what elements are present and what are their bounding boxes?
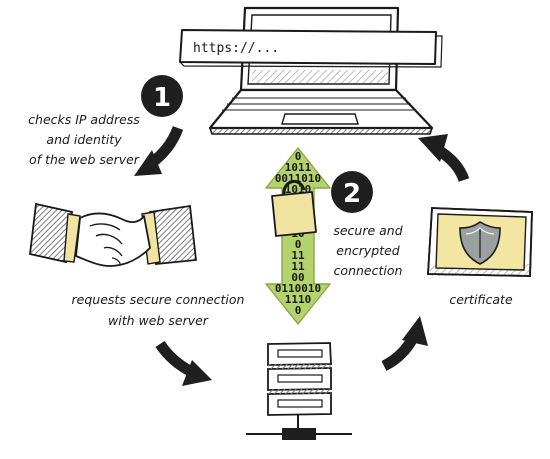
step-1-label-line-1: checks IP address	[28, 112, 140, 127]
handshake-label: requests secure connection with web serv…	[72, 292, 245, 328]
arrow-certificate-to-laptop	[418, 134, 470, 182]
padlock-icon	[271, 180, 317, 237]
laptop-icon	[208, 6, 434, 135]
binary-line: 0011010	[275, 172, 321, 185]
server-icon	[246, 342, 352, 440]
step-1-badge: 1	[141, 75, 183, 117]
step-2-label-line-2: encrypted	[336, 243, 400, 258]
step-2-label: secure and encrypted connection	[333, 223, 402, 278]
step-2-number: 2	[343, 179, 361, 209]
binary-line: 0110010	[275, 282, 321, 295]
step-1-label-line-3: of the web server	[29, 152, 140, 167]
binary-line: 1011	[285, 161, 312, 174]
binary-line: 11	[291, 260, 305, 273]
arrow-server-to-certificate	[381, 316, 428, 371]
arrow-handshake-to-server	[155, 340, 212, 386]
binary-line: 1110	[285, 293, 312, 306]
step-2-label-line-3: connection	[334, 263, 403, 278]
shield-icon	[459, 221, 501, 265]
step-2-badge: 2	[331, 171, 373, 213]
handshake-icon	[29, 202, 197, 267]
binary-line: 0	[295, 238, 302, 251]
step-1-number: 1	[153, 83, 171, 113]
binary-line: 0	[295, 150, 302, 163]
handshake-label-line-1: requests secure connection	[72, 292, 245, 307]
certificate-icon	[427, 207, 533, 277]
handshake-label-line-2: with web server	[108, 313, 209, 328]
arrow-laptop-to-handshake	[134, 125, 184, 176]
binary-line: 00	[291, 271, 304, 284]
certificate-label: certificate	[449, 292, 513, 307]
step-1-label-line-2: and identity	[46, 132, 122, 147]
binary-line: 11	[291, 249, 305, 262]
url-bar: https://...	[179, 29, 443, 68]
step-2-label-line-1: secure and	[333, 223, 402, 238]
step-1-label: checks IP address and identity of the we…	[28, 112, 140, 167]
encrypted-connection-arrow	[265, 147, 331, 325]
binary-line: 0	[295, 304, 302, 317]
url-text: https://...	[193, 41, 279, 56]
